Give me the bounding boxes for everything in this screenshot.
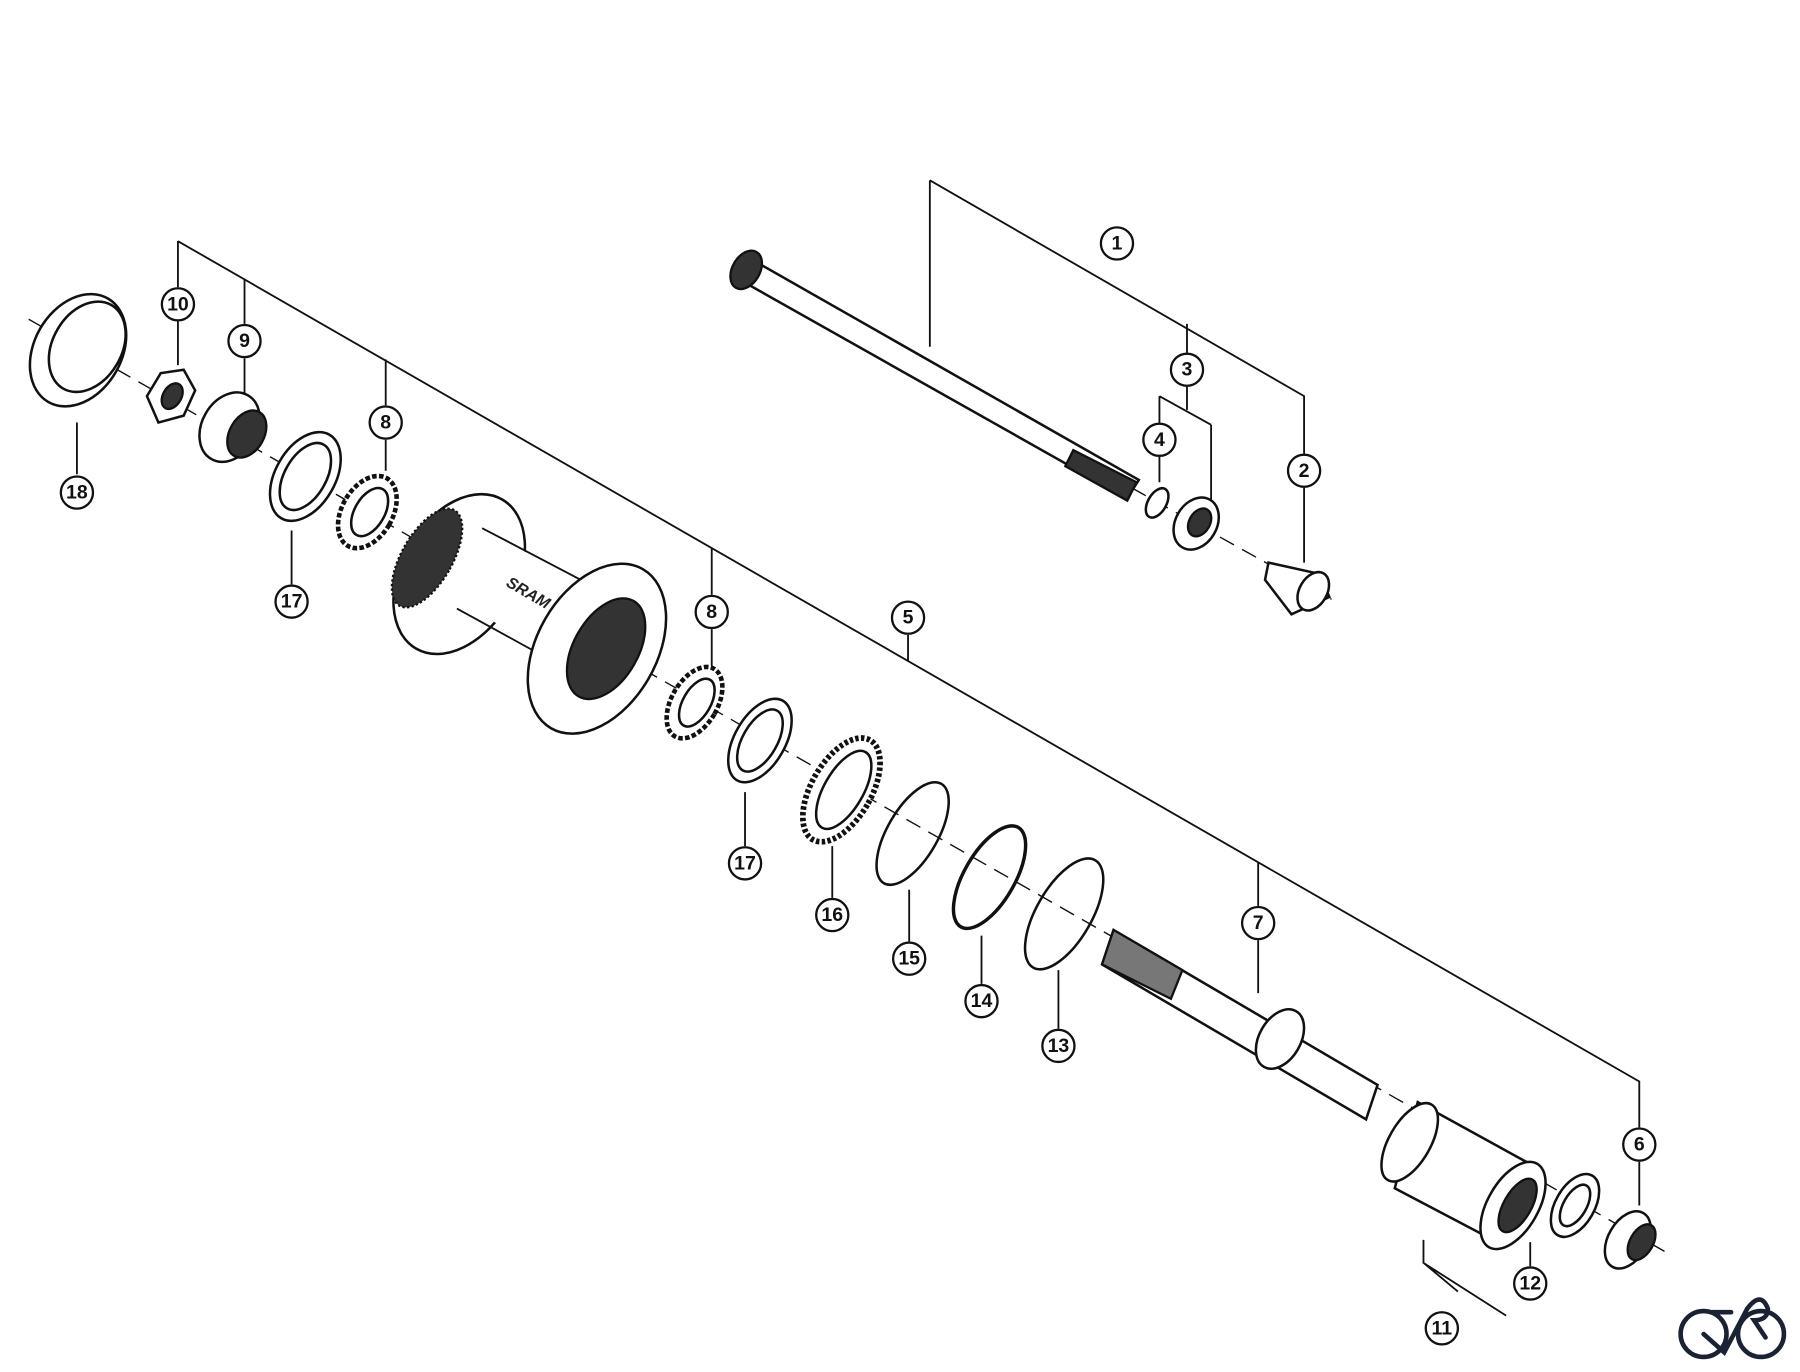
callout-16: 16	[815, 897, 850, 933]
svg-text:17: 17	[281, 591, 303, 613]
callout-4: 4	[1142, 422, 1177, 457]
callout-12: 12	[1513, 1266, 1548, 1301]
svg-text:12: 12	[1519, 1273, 1541, 1295]
svg-text:17: 17	[734, 852, 756, 874]
spring-14	[951, 824, 1028, 931]
callout-6: 6	[1622, 1127, 1657, 1162]
callout-13: 13	[1041, 1028, 1076, 1064]
svg-text:15: 15	[898, 948, 920, 970]
callout-7: 7	[1240, 905, 1276, 941]
freehub-body-11	[1380, 1100, 1547, 1251]
callout-18: 18	[59, 475, 95, 510]
callout-8b: 8	[694, 594, 729, 630]
svg-text:8: 8	[380, 412, 391, 434]
svg-text:18: 18	[66, 482, 88, 504]
hub-shell: SRAM	[390, 492, 668, 735]
seal-12	[1549, 1172, 1601, 1239]
svg-text:1: 1	[1112, 232, 1123, 254]
svg-text:10: 10	[167, 293, 189, 315]
snap-ring-15	[875, 780, 950, 887]
axle-nut	[1172, 496, 1221, 551]
end-cap-2	[1263, 561, 1331, 616]
callout-3: 3	[1169, 352, 1205, 387]
svg-text:7: 7	[1253, 912, 1264, 934]
seal-17a	[268, 430, 342, 523]
bike-logo-icon	[1678, 1297, 1787, 1360]
callout-10: 10	[160, 287, 196, 322]
dust-cap-18	[28, 292, 128, 408]
callout-9: 9	[227, 323, 262, 359]
end-cap-6	[1603, 1210, 1657, 1270]
callout-15: 15	[891, 941, 927, 976]
seal-17b	[726, 697, 793, 784]
o-ring	[1144, 486, 1170, 519]
callout-2: 2	[1286, 453, 1322, 488]
callout-14: 14	[964, 983, 999, 1019]
svg-text:14: 14	[971, 990, 993, 1012]
callout-17a: 17	[274, 584, 309, 619]
svg-text:8: 8	[706, 601, 717, 623]
end-cap-9	[198, 391, 268, 464]
svg-text:3: 3	[1182, 359, 1193, 381]
shim-13	[1023, 857, 1105, 971]
svg-text:9: 9	[239, 330, 250, 352]
ratchet-ring-16	[799, 735, 883, 845]
bearing-8b	[664, 664, 725, 741]
callout-17b: 17	[727, 846, 763, 881]
svg-text:2: 2	[1299, 460, 1310, 482]
svg-text:6: 6	[1634, 1134, 1645, 1156]
svg-text:5: 5	[903, 607, 914, 629]
svg-text:13: 13	[1048, 1035, 1070, 1057]
svg-text:16: 16	[821, 904, 843, 926]
freehub-axle-7	[1100, 928, 1380, 1122]
callout-11: 11	[1424, 1311, 1460, 1346]
svg-text:11: 11	[1432, 1317, 1453, 1339]
callout-8a: 8	[368, 405, 403, 440]
svg-text:4: 4	[1154, 429, 1165, 451]
callout-5: 5	[890, 600, 926, 635]
callout-1: 1	[1099, 226, 1135, 261]
locknut-10	[145, 368, 197, 425]
leader-lines	[75, 179, 1641, 1317]
bearing-8a	[335, 473, 399, 551]
thru-axle	[729, 249, 1141, 503]
